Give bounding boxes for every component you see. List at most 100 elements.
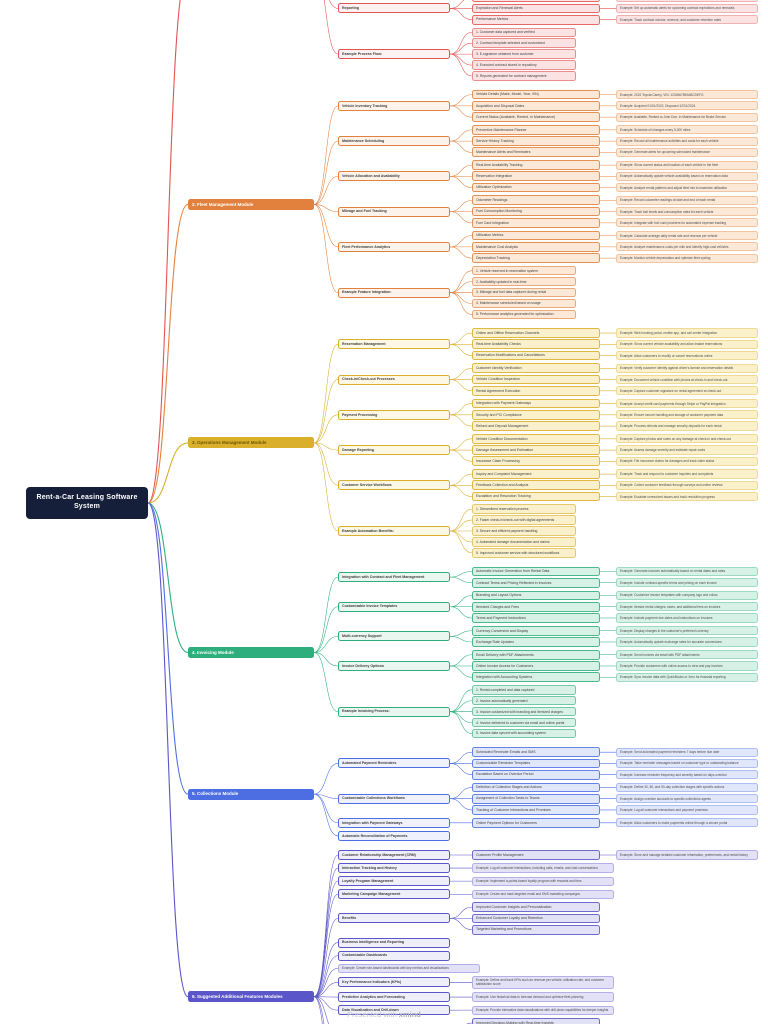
example-note[interactable]: Example: Acquired 01/01/2022, Disposed 1… [616, 101, 758, 111]
example-note[interactable]: Example: Use historical data to forecast… [472, 992, 614, 1002]
process-step[interactable]: 3. Mileage and fuel data captured during… [472, 287, 576, 298]
example-note[interactable]: Example: Record all maintenance activiti… [616, 136, 758, 146]
process-step[interactable]: 1. Streamlined reservation process [472, 504, 576, 514]
feature-node[interactable]: Preventive Maintenance Planner [472, 124, 600, 135]
branch-topic[interactable]: 4. Invoicing Module [188, 647, 314, 658]
process-step[interactable]: 4. Maintenance scheduled based on usage [472, 298, 576, 309]
example-note[interactable]: Example: Verify customer identity agains… [616, 363, 758, 373]
example-note[interactable]: Example: Create and track targeted email… [472, 889, 614, 899]
feature-node[interactable]: Utilization Metrics [472, 230, 600, 241]
branch-topic[interactable]: 5. Collections Module [188, 788, 314, 800]
example-note[interactable]: Example: Monitor vehicle depreciation an… [616, 253, 758, 263]
feature-node[interactable]: Inquiry and Complaint Management [472, 469, 600, 479]
subtopic-node[interactable]: Customer Service Workflows [338, 480, 450, 491]
example-note[interactable]: Example: Calculate average daily rental … [616, 231, 758, 241]
example-note[interactable]: Example: Record odometer readings at sta… [616, 195, 758, 205]
root-topic[interactable]: Rent-a-Car Leasing Software System [26, 487, 148, 519]
feature-node[interactable]: Current Status (Available, Rented, In Ma… [472, 112, 600, 122]
feature-node[interactable]: Feedback Collection and Analysis [472, 480, 600, 491]
example-note[interactable]: Example: Track and respond to customer i… [616, 469, 758, 479]
subtopic-node[interactable]: Customer Relationship Management (CRM) [338, 849, 450, 861]
feature-node[interactable]: Performance Metrics [472, 14, 600, 25]
feature-node[interactable]: Real-time Availability Checks [472, 339, 600, 350]
feature-node[interactable]: Depreciation Tracking [472, 253, 600, 263]
feature-node[interactable]: Fuel Consumption Monitoring [472, 206, 600, 217]
example-note[interactable]: Example: Include payment due dates and i… [616, 613, 758, 623]
example-note[interactable]: Example: Schedule oil changes every 5,00… [616, 125, 758, 135]
feature-node[interactable]: Customer Identity Verification [472, 363, 600, 374]
subtopic-node[interactable]: Customizable Collections Workflows [338, 793, 450, 804]
example-note[interactable]: Example: Available, Rented to John Doe, … [616, 112, 758, 122]
example-note[interactable]: Example: Collect customer feedback throu… [616, 480, 758, 490]
feature-node[interactable]: Exchange Rate Updates [472, 637, 600, 647]
feature-node[interactable]: Integration with Accounting Systems [472, 672, 600, 683]
example-note[interactable]: Example: Set up automatic alerts for upc… [616, 3, 758, 14]
feature-node[interactable]: Real-time Availability Tracking [472, 160, 600, 170]
example-note[interactable]: Example: Send invoices via email with PD… [616, 650, 758, 660]
branch-topic[interactable]: 6. Suggested Additional Features Modules [188, 991, 314, 1003]
subtopic-node[interactable]: Automated Payment Reminders [338, 758, 450, 769]
example-note[interactable]: Example: Include contract-specific terms… [616, 578, 758, 588]
feature-node[interactable]: Contract Status Reports [472, 0, 600, 3]
feature-node[interactable]: Reservation Integration [472, 171, 600, 182]
branch-topic[interactable]: 2. Fleet Management Module [188, 199, 314, 210]
process-step[interactable]: 3. Invoice customized with branding and … [472, 706, 576, 717]
subtopic-node[interactable]: Damage Reporting [338, 445, 450, 456]
feature-node[interactable]: Customer Profile Management [472, 850, 600, 860]
subtopic-node[interactable]: Fleet Performance Analytics [338, 241, 450, 252]
example-note[interactable]: Example: Show current status and locatio… [616, 160, 758, 170]
example-note[interactable]: Example: Automatically update exchange r… [616, 637, 758, 647]
feature-node[interactable]: Online Invoice Access for Customers [472, 661, 600, 671]
feature-node[interactable]: Insurance Claim Processing [472, 456, 600, 467]
subtopic-node[interactable]: Customizable Dashboards [338, 950, 450, 961]
feature-node[interactable]: Reservation Modifications and Cancellati… [472, 350, 600, 361]
feature-node[interactable]: Maintenance Cost Analysis [472, 241, 600, 252]
process-step[interactable]: 5. Performance analytics generated for o… [472, 309, 576, 320]
feature-node[interactable]: Vehicle Condition Inspection [472, 374, 600, 385]
subtopic-node[interactable]: Automatic Reconciliation of Payments [338, 830, 450, 841]
example-note[interactable]: Example: Capture customer signature on r… [616, 386, 758, 396]
process-step[interactable]: 2. Invoice automatically generated [472, 696, 576, 706]
example-note[interactable]: Example: Increase reminder frequency and… [616, 770, 758, 780]
subtopic-node[interactable]: Benefits [338, 913, 450, 924]
feature-node[interactable]: Branding and Layout Options [472, 590, 600, 601]
example-note[interactable]: Example: Send automated payment reminder… [616, 747, 758, 757]
feature-node[interactable]: Utilization Optimization [472, 182, 600, 193]
feature-node[interactable]: Assignment of Collection Tasks to Teams [472, 793, 600, 804]
example-note[interactable]: Example: Log all customer interactions, … [472, 863, 614, 873]
feature-node[interactable]: Fuel Card Integration [472, 217, 600, 228]
process-step[interactable]: 1. Customer data captured and verified [472, 27, 576, 37]
example-note[interactable]: Example: Ensure secure handling and stor… [616, 410, 758, 420]
example-note[interactable]: Example: Track fuel levels and consumpti… [616, 207, 758, 217]
subtopic-node[interactable]: Payment Processing [338, 409, 450, 420]
example-note[interactable]: Example: Web booking portal, mobile app,… [616, 328, 758, 338]
process-step[interactable]: 4. Invoice delivered to customer via ema… [472, 717, 576, 728]
subtopic-node[interactable]: Example Process Flow: [338, 49, 450, 60]
subtopic-node[interactable]: Business Intelligence and Reporting [338, 937, 450, 948]
example-note[interactable]: Example: Store and manage detailed custo… [616, 850, 758, 860]
feature-node[interactable]: Scheduled Reminder Emails and SMS [472, 747, 600, 758]
example-note[interactable]: Example: Accept credit card payments thr… [616, 398, 758, 409]
example-note[interactable]: Example: Analyze rental patterns and adj… [616, 183, 758, 193]
example-note[interactable]: Example: Provide customers with online a… [616, 661, 758, 671]
branch-topic[interactable]: 3. Operations Management Module [188, 437, 314, 449]
feature-node[interactable]: Email Delivery with PDF Attachments [472, 649, 600, 660]
example-note[interactable]: Example: Display charges in the customer… [616, 626, 758, 636]
feature-node[interactable]: Refund and Deposit Management [472, 421, 600, 431]
example-note[interactable]: Example: File insurance claims for damag… [616, 456, 758, 466]
subtopic-node[interactable]: Marketing Campaign Management [338, 889, 450, 900]
example-note[interactable]: Example: Log all customer interactions a… [616, 805, 758, 815]
process-step[interactable]: 5. Reports generated for contract manage… [472, 71, 576, 81]
process-step[interactable]: 4. Executed contract stored in repositor… [472, 60, 576, 70]
example-note[interactable]: Example: Generate invoices automatically… [616, 566, 758, 577]
feature-node[interactable]: Targeted Marketing and Promotions [472, 924, 600, 935]
process-step[interactable]: 2. Availability updated in real-time [472, 276, 576, 287]
feature-node[interactable]: Expiration and Renewal Alerts [472, 3, 600, 14]
subtopic-node[interactable]: Integration with Payment Gateways [338, 817, 450, 828]
example-note[interactable]: Example: Automatically update vehicle av… [616, 171, 758, 181]
feature-node[interactable]: Online Payment Options for Customers [472, 817, 600, 828]
example-note[interactable]: Example: Show current vehicle availabili… [616, 339, 758, 349]
example-note[interactable]: Example: 2022 Toyota Camry, VIN: 1234567… [616, 90, 758, 100]
feature-node[interactable]: Service History Tracking [472, 136, 600, 146]
feature-node[interactable]: Improved Decision-Making with Real-time … [472, 1018, 600, 1024]
